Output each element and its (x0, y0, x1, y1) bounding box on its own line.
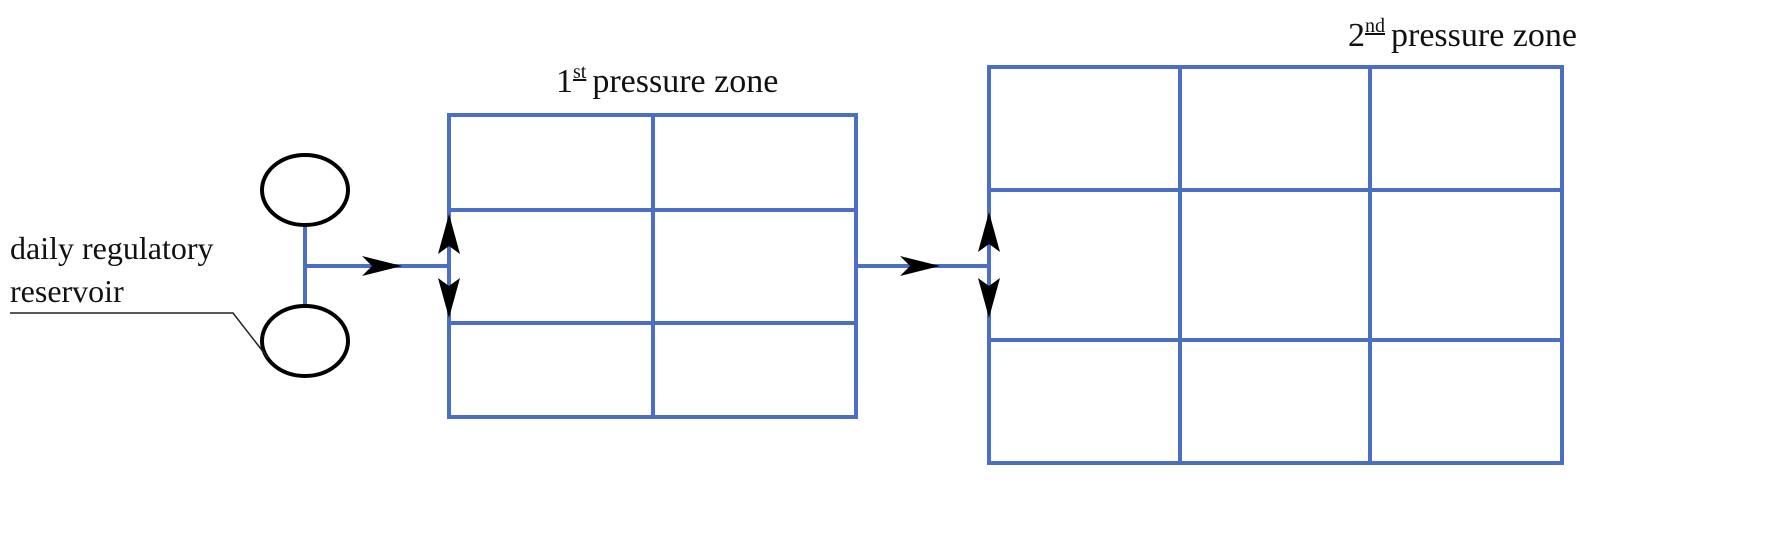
arrow-down-icon (978, 278, 1000, 318)
reservoir-label-line2: reservoir (10, 273, 124, 309)
zone-1-grid (447, 113, 858, 419)
reservoir-tank-bottom (260, 304, 350, 378)
reservoir-leader-line (10, 312, 269, 359)
arrow-up-icon (438, 214, 460, 254)
arrow-right-icon (362, 256, 402, 276)
arrow-up-icon (978, 212, 1000, 252)
zone-2-grid (987, 65, 1564, 465)
reservoir (260, 153, 350, 378)
reservoir-tank-top (260, 153, 350, 227)
arrow-down-icon (438, 278, 460, 318)
arrow-right-icon (900, 256, 940, 276)
reservoir-label-line1: daily regulatory (10, 230, 213, 266)
